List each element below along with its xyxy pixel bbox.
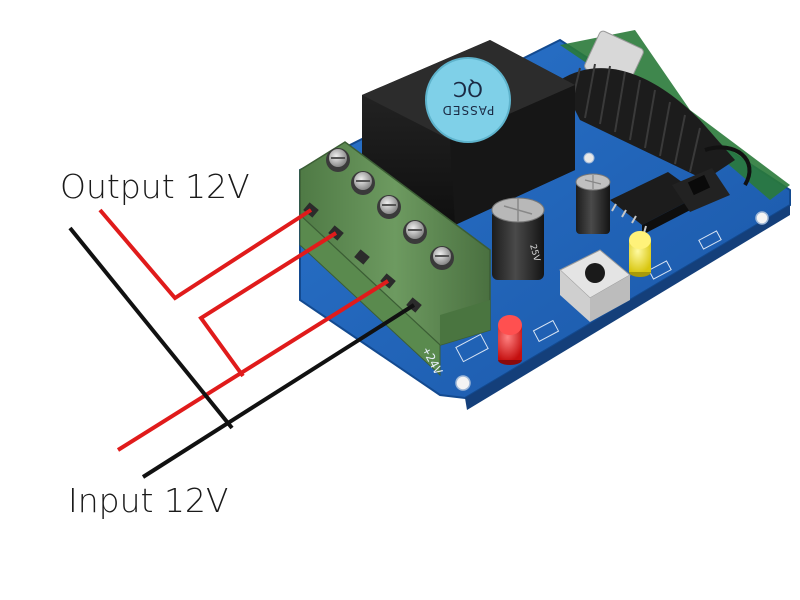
qc-passed-sticker [425, 57, 511, 143]
terminal-screw [351, 171, 375, 195]
relay: PASSED QC [362, 40, 575, 225]
qc-sticker-line2: QC [453, 77, 483, 101]
terminal-screw [326, 148, 350, 172]
mounting-hole [583, 152, 595, 164]
output-negative-wire [68, 226, 234, 430]
input-negative-wire [141, 303, 416, 479]
screw-row [326, 148, 454, 270]
output-positive-wire [98, 208, 338, 378]
electrolytic-capacitor: 25V [491, 197, 545, 280]
output-voltage-label: Output 12V [60, 167, 250, 206]
terminal-screw [377, 195, 401, 219]
qc-sticker-line1: PASSED [442, 103, 495, 117]
terminal-screw [430, 246, 454, 270]
small-capacitor [575, 173, 611, 234]
terminal-screw [403, 220, 427, 244]
mounting-hole [455, 375, 471, 391]
yellow-led [629, 231, 651, 277]
input-positive-wire [116, 279, 390, 452]
svg-text:25V: 25V [527, 243, 541, 263]
tactile-button [559, 249, 631, 322]
antenna-coil [560, 63, 752, 187]
red-led [498, 315, 522, 365]
input-voltage-label: Input 12V [68, 481, 229, 520]
jumper-connector [672, 168, 730, 212]
mounting-hole [755, 211, 769, 225]
